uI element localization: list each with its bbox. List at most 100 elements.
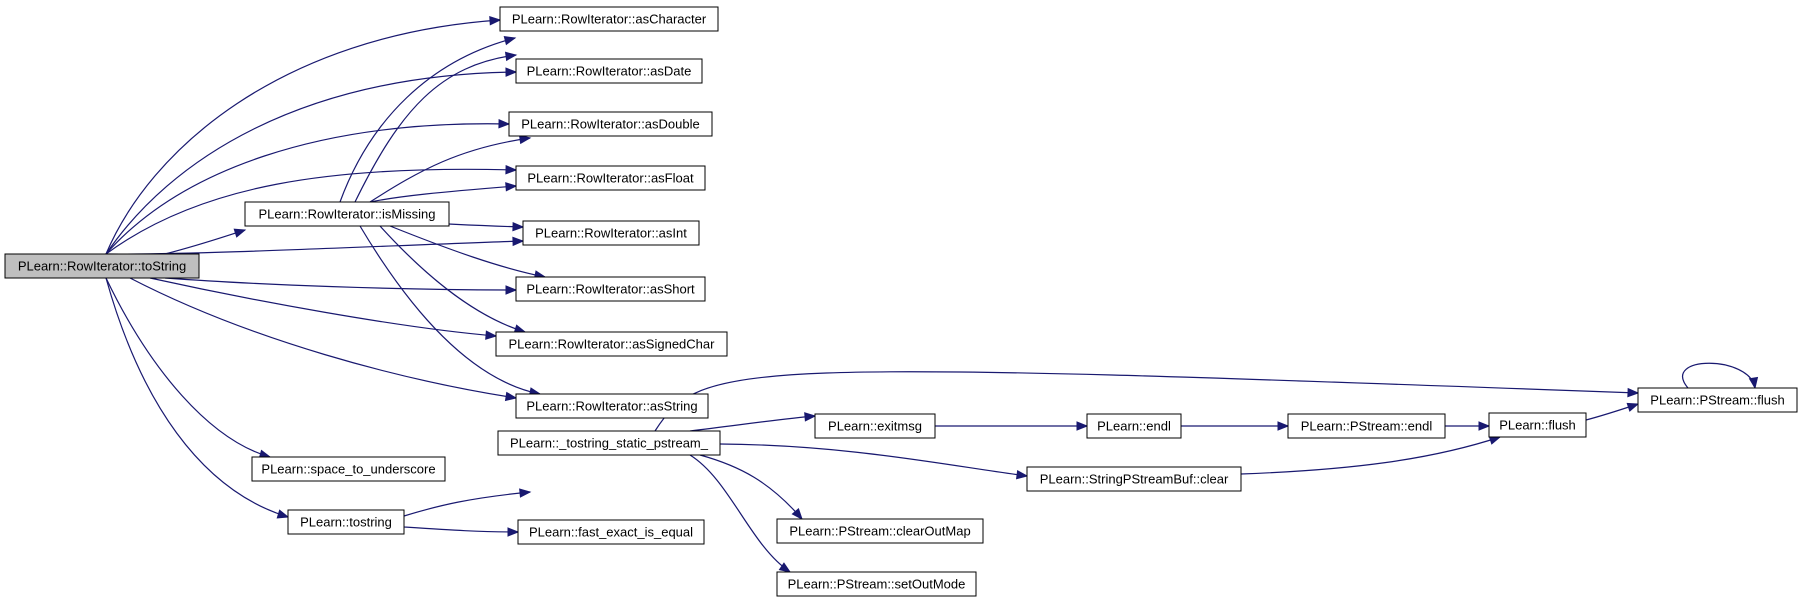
graph-node[interactable]: PLearn::RowIterator::asDouble (508, 111, 713, 137)
arrowhead-icon (1015, 469, 1029, 480)
arrowhead-icon (1627, 387, 1640, 398)
node-box[interactable] (4, 253, 200, 279)
arrowhead-icon (505, 164, 518, 175)
call-edge (105, 19, 501, 255)
graph-node[interactable]: PLearn::endl (1086, 413, 1182, 439)
arrowhead-icon (503, 36, 517, 46)
node-label: PLearn::space_to_underscore (261, 462, 435, 477)
graph-node[interactable]: PLearn::RowIterator::asInt (522, 220, 700, 246)
call-edge (1682, 362, 1756, 389)
call-edge (689, 454, 791, 573)
graph-node[interactable]: PLearn::RowIterator::asFloat (515, 165, 706, 191)
arrowhead-icon (505, 285, 518, 295)
graph-node[interactable]: PLearn::fast_exact_is_equal (517, 519, 705, 545)
call-edge (389, 225, 546, 278)
arrowhead-icon (804, 412, 817, 422)
node-box[interactable] (499, 6, 719, 32)
node-box[interactable] (1637, 387, 1798, 413)
graph-node[interactable]: PLearn::RowIterator::asString (515, 393, 709, 419)
arrowhead-icon (1277, 421, 1290, 431)
node-label: PLearn::RowIterator::asInt (535, 226, 687, 241)
graph-node[interactable]: PLearn::PStream::setOutMode (776, 571, 977, 597)
arrowhead-icon (504, 391, 518, 402)
node-box[interactable] (1287, 413, 1446, 439)
arrowhead-icon (507, 527, 520, 537)
call-edge (403, 526, 519, 533)
graph-node[interactable]: PLearn::tostring (287, 509, 405, 535)
node-label: PLearn::RowIterator::asSignedChar (509, 337, 716, 352)
graph-node[interactable]: PLearn::flush (1488, 412, 1587, 438)
node-label: PLearn::PStream::flush (1650, 393, 1784, 408)
node-label: PLearn::PStream::endl (1301, 419, 1433, 434)
node-box[interactable] (515, 58, 703, 84)
node-box[interactable] (522, 220, 700, 246)
node-box[interactable] (1026, 466, 1242, 492)
node-box[interactable] (1086, 413, 1182, 439)
graph-node[interactable]: PLearn::PStream::flush (1637, 387, 1798, 413)
arrowhead-icon (233, 228, 247, 238)
graph-node[interactable]: PLearn::PStream::clearOutMap (776, 518, 984, 544)
arrowhead-icon (518, 134, 532, 145)
graph-node[interactable]: PLearn::RowIterator::toString (4, 253, 200, 279)
arrowhead-icon (1478, 421, 1491, 431)
node-label: PLearn::flush (1499, 418, 1576, 433)
graph-node[interactable]: PLearn::RowIterator::asSignedChar (495, 331, 728, 357)
call-edge (369, 185, 517, 203)
node-box[interactable] (1488, 412, 1587, 438)
call-edge (105, 277, 271, 458)
arrowhead-icon (485, 330, 498, 340)
node-label: PLearn::RowIterator::asDate (527, 64, 692, 79)
graph-node[interactable]: PLearn::_tostring_static_pstream_ (497, 430, 721, 456)
arrowhead-icon (778, 562, 792, 573)
call-edge (359, 225, 541, 395)
graph-node[interactable]: PLearn::StringPStreamBuf::clear (1026, 466, 1242, 492)
node-label: PLearn::RowIterator::asShort (526, 282, 695, 297)
node-box[interactable] (517, 519, 705, 545)
graph-node[interactable]: PLearn::RowIterator::asShort (515, 276, 706, 302)
node-label: PLearn::RowIterator::asFloat (527, 171, 694, 186)
node-box[interactable] (776, 518, 984, 544)
arrowhead-icon (512, 236, 525, 247)
call-edge (1240, 436, 1501, 475)
arrowhead-icon (505, 182, 518, 192)
graph-node[interactable]: PLearn::RowIterator::asDate (515, 58, 703, 84)
call-edge (105, 71, 517, 255)
node-box[interactable] (251, 456, 446, 482)
call-edge (689, 415, 816, 432)
call-edge (149, 277, 497, 337)
node-box[interactable] (515, 393, 709, 419)
arrowhead-icon (276, 509, 290, 519)
arrowhead-icon (498, 119, 511, 129)
node-box[interactable] (515, 165, 706, 191)
node-box[interactable] (508, 111, 713, 137)
call-edge (403, 491, 531, 517)
call-edge (719, 443, 1028, 477)
node-box[interactable] (244, 201, 450, 227)
graph-node[interactable]: PLearn::RowIterator::isMissing (244, 201, 450, 227)
node-label: PLearn::_tostring_static_pstream_ (510, 436, 709, 451)
node-box[interactable] (814, 413, 936, 439)
node-label: PLearn::RowIterator::asCharacter (512, 12, 707, 27)
node-label: PLearn::PStream::setOutMode (788, 577, 966, 592)
node-box[interactable] (497, 430, 721, 456)
node-label: PLearn::endl (1097, 419, 1171, 434)
graph-node[interactable]: PLearn::exitmsg (814, 413, 936, 439)
arrowhead-icon (1626, 402, 1640, 412)
node-box[interactable] (776, 571, 977, 597)
node-label: PLearn::RowIterator::asDouble (521, 117, 699, 132)
node-box[interactable] (515, 276, 706, 302)
node-box[interactable] (287, 509, 405, 535)
arrowhead-icon (505, 67, 518, 77)
call-edge (699, 454, 803, 520)
node-label: PLearn::RowIterator::asString (526, 399, 697, 414)
node-box[interactable] (495, 331, 728, 357)
arrowhead-icon (512, 221, 525, 232)
node-label: PLearn::tostring (300, 515, 392, 530)
arrowhead-icon (1076, 421, 1089, 431)
graph-node[interactable]: PLearn::PStream::endl (1287, 413, 1446, 439)
graph-node[interactable]: PLearn::space_to_underscore (251, 456, 446, 482)
node-label: PLearn::PStream::clearOutMap (789, 524, 970, 539)
call-edge (354, 54, 517, 203)
graph-node[interactable]: PLearn::RowIterator::asCharacter (499, 6, 719, 32)
node-label: PLearn::RowIterator::isMissing (258, 207, 435, 222)
